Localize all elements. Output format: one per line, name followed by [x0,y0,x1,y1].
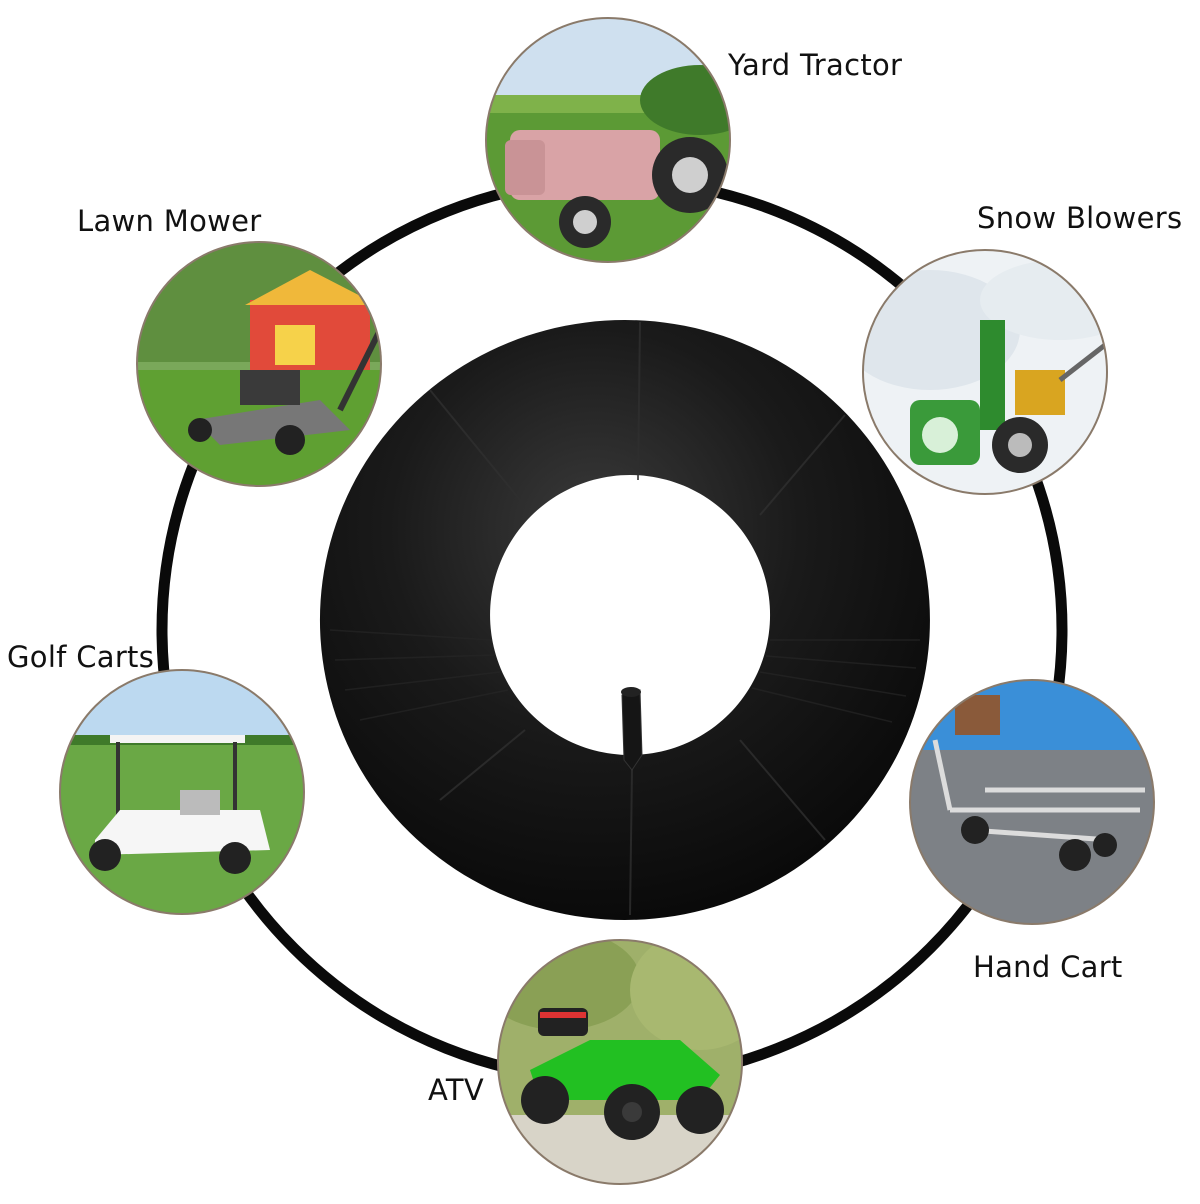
lawn-mower-photo [137,242,381,486]
yard-tractor-photo [486,18,730,262]
label-hand-cart: Hand Cart [973,950,1123,984]
label-snow-blowers: Snow Blowers [977,201,1183,235]
atv-photo [498,940,742,1184]
snow-blower-frame [862,249,1108,495]
label-lawn-mower: Lawn Mower [77,204,262,238]
yard-tractor-frame [485,17,731,263]
golf-cart-photo [60,670,304,914]
label-atv: ATV [428,1073,485,1107]
golf-cart-frame [59,669,305,915]
label-golf-carts: Golf Carts [7,640,155,674]
hand-cart-frame [909,679,1155,925]
label-yard-tractor: Yard Tractor [728,48,903,82]
inner-tube [319,320,930,920]
lawn-mower-frame [136,241,382,487]
snow-blower-photo [863,250,1107,494]
hand-cart-photo [910,680,1154,924]
valve-stem [621,687,643,771]
atv-frame [497,939,743,1185]
